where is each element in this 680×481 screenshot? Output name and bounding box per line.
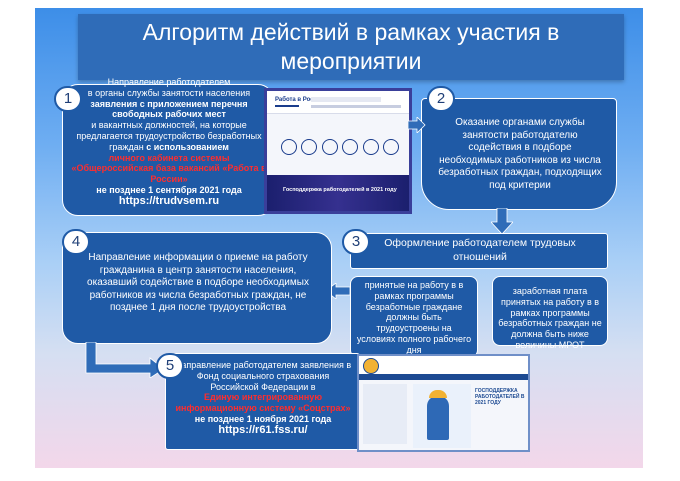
step-1-system: личного кабинета системы «Общероссийская… — [71, 152, 267, 185]
trudvsem-icon-tools — [362, 139, 379, 155]
step-1-badge: 1 — [54, 86, 82, 112]
title-bar — [78, 14, 624, 80]
trudvsem-logo: Работа в России — [275, 97, 325, 103]
arrow-1-to-2 — [408, 117, 426, 133]
trudvsem-icon-user — [321, 139, 338, 155]
step-1-line1: Направление работодателем — [107, 77, 231, 87]
step-1-deadline: не позднее 1 сентября 2021 года — [96, 184, 242, 195]
step-4-box — [62, 232, 332, 344]
trudvsem-banner — [267, 175, 409, 211]
step-3-left-text: принятые на работу в в рамках программы … — [356, 280, 472, 355]
fss-header — [359, 356, 528, 375]
trudvsem-icons-row — [281, 139, 399, 159]
step-1-box — [62, 84, 274, 216]
trudvsem-icon-access — [342, 139, 359, 155]
arrow-2-to-3 — [491, 208, 513, 234]
trudvsem-banner-text: Господдержка работодателей в 2021 году — [283, 187, 397, 193]
step-1-text: Направление работодателем в органы служб… — [70, 77, 268, 207]
step-4-badge: 4 — [62, 229, 90, 255]
step-1-bold2: с использованием — [146, 141, 229, 152]
fss-emblem — [363, 358, 379, 374]
step-3-header-text: Оформление работодателем трудовых отноше… — [384, 237, 576, 263]
step-3-right-text: заработная плата принятых на работу в в … — [498, 286, 602, 350]
trudvsem-screenshot: Работа в России Господдержка работодател… — [264, 88, 412, 214]
step-5-badge: 5 — [156, 353, 184, 379]
trudvsem-header — [267, 91, 409, 114]
fss-sidebar — [363, 384, 407, 444]
trudvsem-logo-bar — [275, 105, 299, 107]
step-3-right-box — [492, 276, 608, 346]
step-5-line1: Направление работодателем заявления в Фо… — [174, 360, 352, 392]
step-5-system: Единую интегрированную информационную си… — [175, 392, 351, 414]
fss-menu-bar — [359, 374, 528, 380]
step-1-bold1: заявления с приложением перечня свободны… — [90, 98, 248, 120]
step-1-line2: в органы службы занятости населения — [87, 87, 251, 98]
trudvsem-search-bar — [311, 97, 381, 102]
trudvsem-icon-book — [382, 139, 399, 155]
trudvsem-nav-bar — [311, 105, 401, 108]
trudvsem-icon-bag — [281, 139, 297, 155]
step-3-badge: 3 — [342, 229, 370, 255]
page-title: Алгоритм действий в рамках участия в мер… — [142, 19, 560, 74]
step-5-box — [165, 353, 360, 450]
step-5-text: Направление работодателем заявления в Фо… — [172, 360, 354, 436]
step-2-box — [421, 98, 617, 210]
step-3-header — [350, 233, 608, 269]
step-2-text: Оказание органами службы занятости работ… — [438, 117, 602, 191]
step-5-deadline: не позднее 1 ноября 2021 года — [194, 413, 332, 424]
step-2-badge: 2 — [427, 86, 455, 112]
trudvsem-icon-doc — [301, 139, 318, 155]
step-1-url[interactable]: https://trudvsem.ru — [118, 194, 220, 207]
arrow-4-to-5 — [85, 342, 165, 378]
step-4-text: Направление информации о приеме на работ… — [87, 252, 309, 314]
step-5-url[interactable]: https://r61.fss.ru/ — [218, 423, 308, 436]
fss-worker-figure — [427, 396, 449, 440]
fss-worker-helmet — [429, 390, 447, 398]
fss-screenshot: ГОСПОДДЕРЖКА РАБОТОДАТЕЛЕЙ В 2021 ГОДУ — [357, 354, 530, 452]
fss-banner-text: ГОСПОДДЕРЖКА РАБОТОДАТЕЛЕЙ В 2021 ГОДУ — [475, 388, 525, 406]
step-1-line3: и вакантных должностей, на которые предл… — [76, 120, 262, 152]
